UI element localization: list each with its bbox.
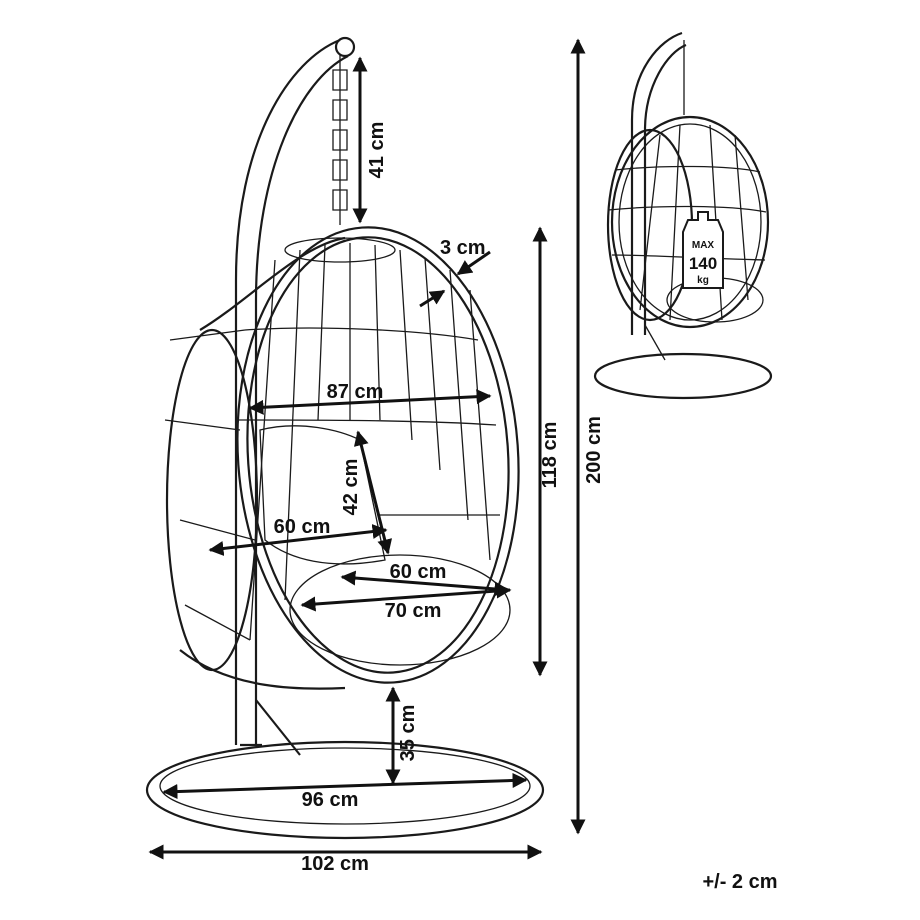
label-seat-width: 60 cm bbox=[274, 516, 331, 538]
weight-tag-unit: kg bbox=[697, 275, 709, 286]
egg-basket bbox=[164, 226, 520, 690]
base-plate bbox=[145, 740, 545, 840]
label-ground-clearance: 35 cm bbox=[397, 705, 419, 762]
label-inner-width: 87 cm bbox=[327, 381, 384, 403]
chain bbox=[332, 55, 348, 225]
label-frame-thickness: 3 cm bbox=[440, 237, 486, 259]
label-cushion-width: 70 cm bbox=[385, 600, 442, 622]
stand-pole bbox=[234, 38, 341, 745]
label-total-height: 200 cm bbox=[583, 416, 605, 484]
label-seat-depth: 60 cm bbox=[390, 561, 447, 583]
weight-tag-value: 140 bbox=[689, 254, 717, 273]
label-base-inner: 96 cm bbox=[302, 789, 359, 811]
label-base-outer: 102 cm bbox=[301, 853, 369, 875]
label-tolerance: +/- 2 cm bbox=[702, 871, 777, 893]
weight-tag: MAX 140 kg bbox=[682, 211, 724, 289]
label-chain-length: 41 cm bbox=[366, 122, 388, 179]
label-seat-back-height: 42 cm bbox=[340, 459, 362, 516]
preview-chair: MAX 140 kg bbox=[593, 31, 773, 400]
label-chair-height: 118 cm bbox=[539, 422, 561, 489]
main-chair-drawing bbox=[145, 36, 545, 840]
weight-tag-max: MAX bbox=[692, 240, 715, 251]
dimension-arrows bbox=[148, 38, 586, 860]
